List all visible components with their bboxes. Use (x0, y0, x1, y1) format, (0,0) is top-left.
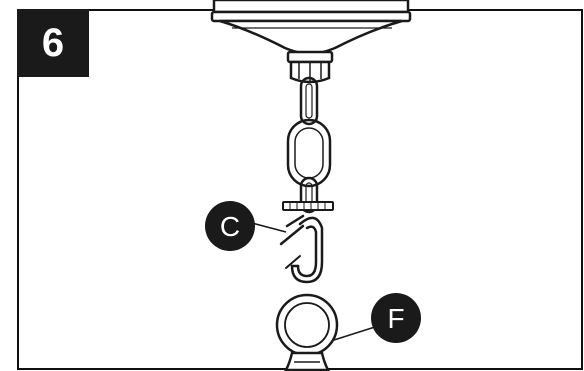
callout-f: F (333, 293, 421, 343)
canopy-icon (210, 0, 412, 84)
washer-icon (282, 201, 334, 211)
s-hook-icon (279, 214, 324, 284)
callout-f-label: F (387, 303, 404, 334)
chain-icon (286, 76, 332, 214)
callout-c-label: C (220, 211, 240, 242)
callout-c: C (205, 201, 287, 251)
loop-icon (275, 293, 339, 371)
step-number-badge: 6 (17, 9, 89, 77)
